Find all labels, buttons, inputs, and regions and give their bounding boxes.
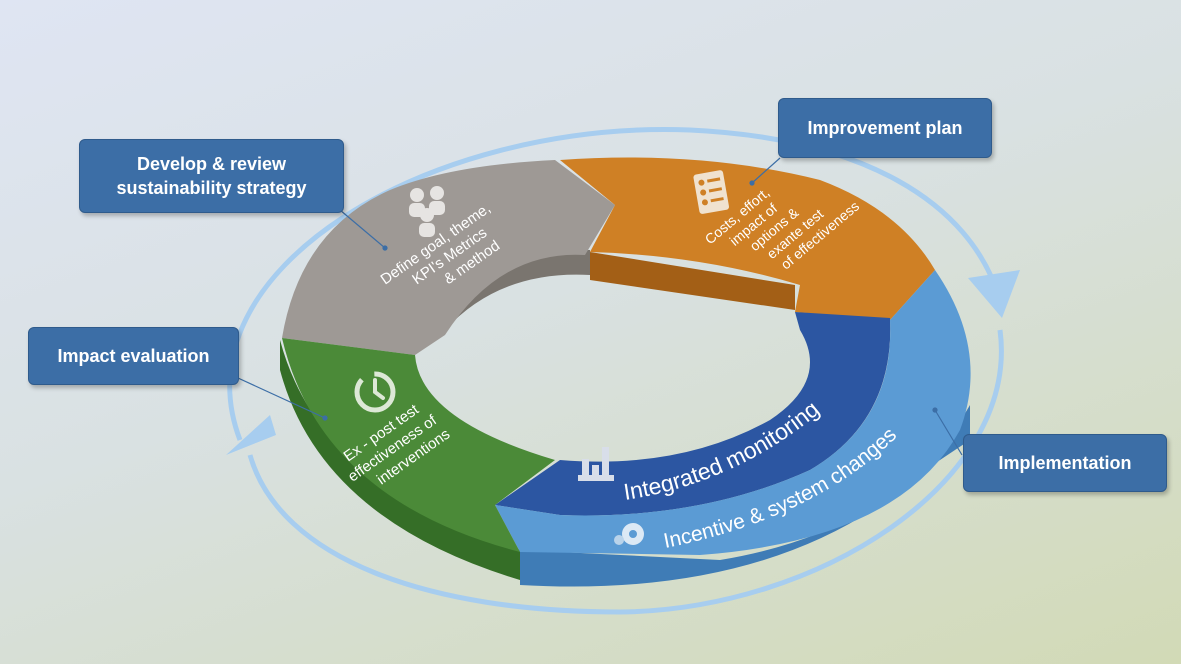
people-icon: [409, 186, 445, 237]
callout-implementation: Implementation: [963, 434, 1167, 492]
gears-icon: [614, 523, 644, 545]
cycle-arrow-top: [227, 127, 1003, 441]
callout-evaluation: Impact evaluation: [28, 327, 239, 385]
callout-implementation-text: Implementation: [998, 453, 1132, 473]
stopwatch-icon: [354, 371, 396, 413]
callout-strategy-line1: Develop & review: [136, 154, 287, 174]
callout-strategy: Develop & review sustainability strategy: [79, 139, 344, 213]
checklist-icon: [693, 170, 730, 214]
ring-sides: [280, 249, 970, 587]
cycle-arrowhead-left: [226, 415, 276, 455]
callout-improvement: Improvement plan: [778, 98, 992, 158]
segment-implementation: [495, 270, 971, 555]
segment-strategy: [282, 160, 615, 355]
segment-monitoring: [495, 312, 891, 516]
segment-evaluation: [282, 338, 555, 552]
cycle-arrowhead-right: [968, 270, 1020, 318]
callout-strategy-line2: sustainability strategy: [116, 178, 307, 198]
callout-improvement-text: Improvement plan: [807, 118, 963, 138]
bar-chart-icon: [578, 447, 614, 481]
callout-evaluation-text: Impact evaluation: [57, 346, 210, 366]
ring-segments: [282, 157, 971, 555]
leader-lines: [237, 157, 963, 456]
segment-improvement: [560, 157, 935, 320]
